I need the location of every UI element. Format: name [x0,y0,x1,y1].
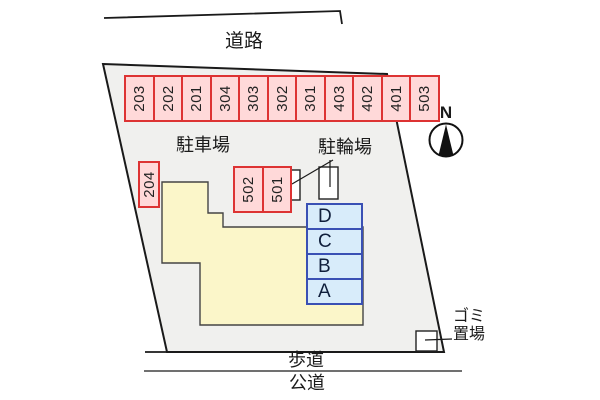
parking-space-number: 203 [130,85,148,112]
unit-b: B [306,253,363,280]
parking-space-number: 302 [273,85,291,112]
parking-row-top: 203 202 201 304 303 302 301 403 402 401 … [124,75,440,122]
garbage-leader-line [424,338,453,341]
north-label: N [439,103,453,122]
public-road-label: 公道 [289,373,325,393]
parking-space-202: 202 [152,75,184,122]
road-edge-line [103,10,343,25]
unit-letter: D [318,205,332,227]
compass-needle-icon [438,124,454,156]
parking-space-number: 204 [140,171,158,198]
parking-space-number: 401 [387,85,405,112]
parking-space-number: 201 [187,85,205,112]
unit-letter: C [318,230,332,252]
parking-space-403: 403 [323,75,355,122]
parking-space-301: 301 [295,75,326,122]
unit-letter: A [318,280,331,302]
garbage-label-line1: ゴミ [452,308,485,325]
bicycle-leader-line-1 [291,159,334,185]
garbage-label-line2: 置場 [452,325,485,343]
parking-space-number: 501 [268,176,286,203]
parking-space-number: 304 [216,85,234,112]
parking-space-number: 402 [359,85,377,112]
parking-space-number: 503 [416,85,434,112]
garbage-box [415,330,438,352]
sidewalk-label: 歩道 [288,350,324,370]
parking-lot-label: 駐車場 [176,135,230,155]
parking-space-number: 301 [301,85,319,112]
parking-space-303: 303 [238,75,269,122]
parking-space-204: 204 [138,161,160,208]
parking-space-501: 501 [261,166,293,213]
parking-space-number: 502 [239,176,257,203]
bicycle-stall-2 [318,166,339,200]
parking-space-503: 503 [409,75,440,122]
parking-row-middle: 502 501 [233,166,293,213]
parking-space-502: 502 [233,166,264,213]
unit-letter: B [318,255,331,277]
parking-space-number: 303 [244,85,262,112]
parking-space-number: 202 [159,85,177,112]
bicycle-parking-label: 駐輪場 [318,137,372,157]
unit-d: D [306,203,363,230]
road-label: 道路 [224,31,263,52]
parking-space-402: 402 [352,75,383,122]
parking-space-401: 401 [380,75,412,122]
parking-space-302: 302 [266,75,298,122]
building-units: D C B A [306,203,363,305]
unit-a: A [306,278,363,305]
garbage-label: ゴミ 置場 [448,308,490,344]
parking-space-number: 403 [330,85,348,112]
parking-space-304: 304 [209,75,241,122]
parking-space-203: 203 [124,75,155,122]
parking-space-201: 201 [181,75,212,122]
unit-c: C [306,228,363,255]
